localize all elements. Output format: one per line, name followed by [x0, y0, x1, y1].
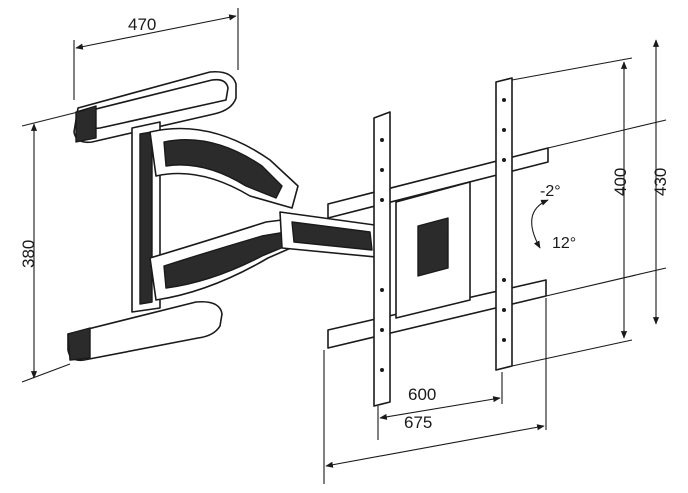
wall-plate: [67, 70, 237, 362]
dim-label-400: 400: [611, 168, 630, 196]
dim-label-470: 470: [128, 15, 156, 34]
dim-label-600: 600: [408, 385, 436, 404]
dim-label-380: 380: [19, 240, 38, 268]
dimension-600: [377, 372, 503, 440]
tilt-indicator: [531, 199, 549, 249]
dim-label-675: 675: [404, 413, 432, 432]
tilt-up-label: -2°: [540, 183, 561, 200]
dimension-430: [545, 39, 667, 325]
tilt-down-label: 12°: [552, 235, 576, 252]
dimension-675: [323, 298, 547, 484]
dimension-380: [21, 109, 87, 383]
dimension-470: [73, 8, 239, 100]
dimension-400: [511, 57, 633, 367]
tv-bracket: [327, 77, 549, 407]
swing-arms: [149, 127, 387, 301]
dim-label-430: 430: [651, 168, 670, 196]
